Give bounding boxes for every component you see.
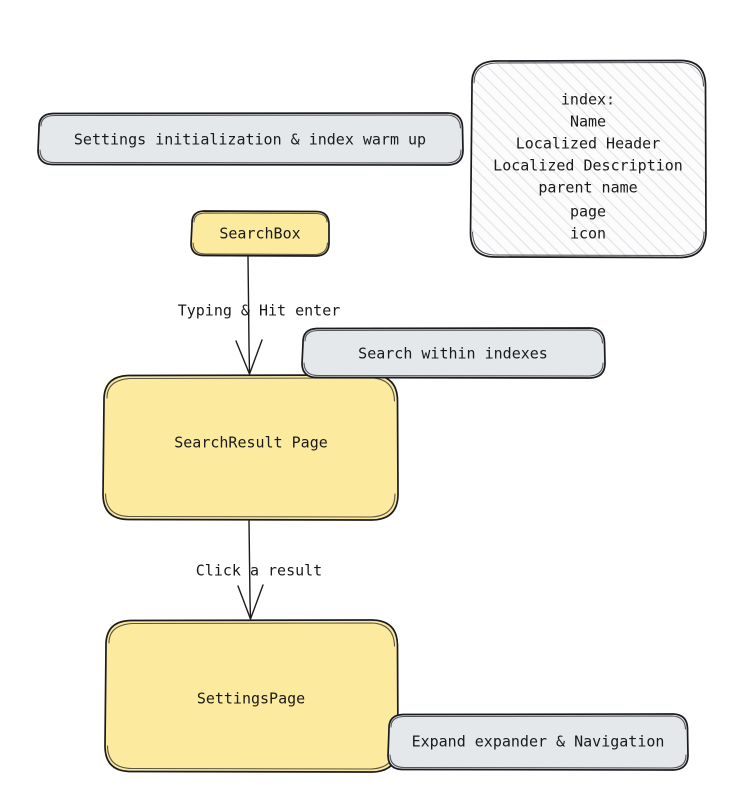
index-line-0: index: [561,91,615,109]
expand-expander-fill [388,714,688,770]
index-line-2: Localized Header [516,135,661,153]
node-settings-page[interactable]: SettingsPage [104,619,399,773]
edge-label-typing: Typing & Hit enter [178,302,341,320]
index-line-4: parent name [538,179,637,197]
searchresult-border-sketch-2 [104,493,396,518]
node-search-within-indexes[interactable]: Search within indexes [301,327,606,379]
settings-page-fill [105,620,398,772]
edge-label-click-result: Click a result [196,562,322,580]
searchresult-label: SearchResult Page [174,434,328,452]
index-line-5: page [570,203,606,221]
searchbox-border-sketch [193,212,328,223]
settings-page-label: SettingsPage [197,690,305,708]
index-box-border-sketch-2 [471,231,705,257]
node-settings-init[interactable]: Settings initialization & index warm up [37,112,464,166]
search-within-border-sketch-2 [303,362,604,377]
index-box-border-sketch [473,61,705,87]
node-searchresult-page[interactable]: SearchResult Page [102,374,399,521]
search-within-border-sketch [304,329,604,344]
settings-init-border-sketch [40,114,462,129]
search-within-fill [302,328,605,378]
searchbox-fill [191,211,329,256]
expand-expander-border-sketch [390,715,687,730]
searchbox-border [190,210,330,257]
index-box-border [469,59,707,259]
edge-searchbox-to-searchresult: Typing & Hit enter [178,256,341,375]
searchbox-border-sketch-2 [192,242,329,256]
index-line-3: Localized Description [493,157,683,175]
searchresult-border [102,374,399,521]
expand-expander-label: Expand expander & Navigation [412,733,665,751]
node-index[interactable]: index: Name Localized Header Localized D… [469,59,707,259]
searchresult-fill [103,375,398,520]
settings-init-border-sketch-2 [39,149,462,164]
expand-expander-border [387,713,689,771]
search-within-label: Search within indexes [358,345,548,363]
index-line-1: Name [570,113,606,131]
searchresult-border-sketch [106,377,396,402]
index-line-6: icon [570,225,606,243]
settings-init-fill [38,113,463,165]
edge-searchresult-to-settingspage: Click a result [196,520,322,620]
node-expand-expander[interactable]: Expand expander & Navigation [387,713,689,771]
index-box-fill [470,60,706,258]
searchbox-label: SearchBox [219,225,300,243]
settings-init-border [37,112,464,166]
expand-expander-border-sketch-2 [389,754,687,769]
settings-page-border-sketch [108,622,396,647]
settings-init-label: Settings initialization & index warm up [74,131,426,149]
node-searchbox[interactable]: SearchBox [190,210,330,257]
search-within-border [301,327,606,379]
